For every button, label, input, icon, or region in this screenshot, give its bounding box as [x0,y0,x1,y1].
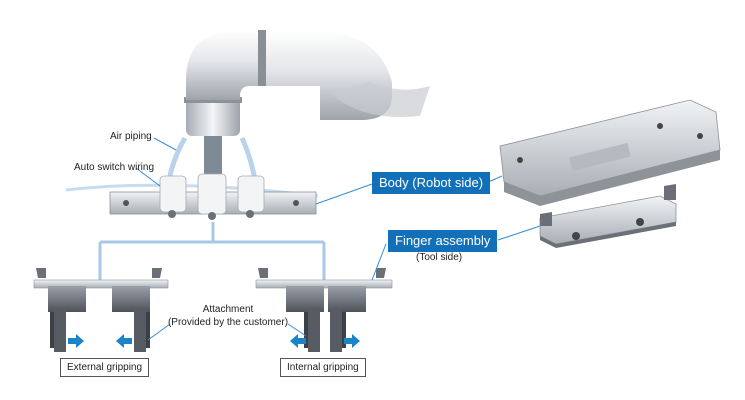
auto-switch-wiring-label: Auto switch wiring [74,162,155,173]
external-gripping-label: External gripping [60,358,150,377]
attachment-label: Attachment [202,304,254,315]
body-product-image [499,99,721,206]
finger-product-image [539,184,677,248]
shaft [204,136,222,180]
provided-by-customer-label: (Provided by the customer) [167,317,289,328]
connector-lines [98,222,326,282]
robot-arm [184,30,430,136]
finger-assembly-callout: Finger assembly [388,230,498,252]
air-piping-label: Air piping [110,131,152,142]
arrows-internal [290,334,360,348]
gripper-internal [255,268,393,352]
internal-gripping-label: Internal gripping [280,358,366,377]
gripper-external [33,268,169,352]
tool-side-label: (Tool side) [416,252,463,263]
body-assembly [109,173,317,220]
body-robot-side-callout: Body (Robot side) [372,172,491,194]
arrows-external [68,334,132,348]
